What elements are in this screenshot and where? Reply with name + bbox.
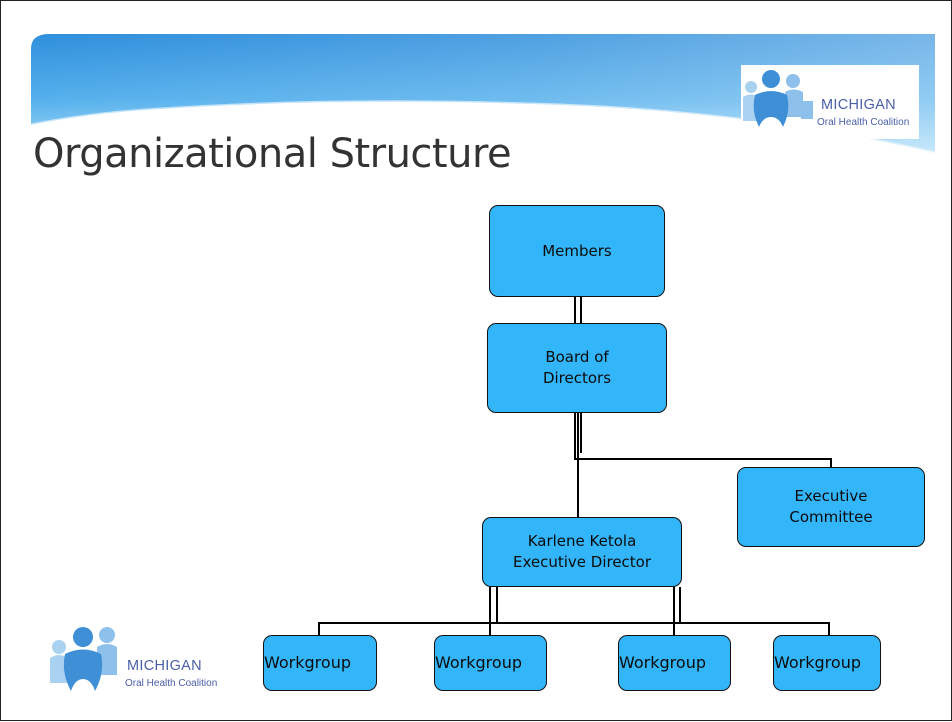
workgroup-label: Workgroup (264, 652, 351, 672)
logo-text-michigan: MICHIGAN (821, 97, 896, 113)
box-board-of-directors: Board of Directors (487, 323, 667, 413)
michigan-ohc-logo-footer: MICHIGAN Oral Health Coalition (47, 621, 233, 697)
box-workgroup-2: Workgroup (434, 635, 547, 691)
director-title: Executive Director (512, 553, 652, 571)
box-workgroup-1: Workgroup (263, 635, 377, 691)
connector-board-exec-committee (574, 413, 832, 467)
box-executive-director: Karlene Ketola Executive Director (482, 517, 682, 587)
logo-text-coalition: Oral Health Coalition (125, 678, 218, 689)
box-workgroup-3: Workgroup (618, 635, 731, 691)
michigan-ohc-logo: MICHIGAN Oral Health Coalition (741, 65, 919, 139)
logo-text-michigan: MICHIGAN (127, 658, 202, 674)
board-label: Board of Directors (542, 348, 612, 387)
slide-title: Organizational Structure (33, 131, 512, 177)
executive-committee-label: Executive Committee (789, 487, 873, 526)
workgroup-label: Workgroup (774, 652, 861, 672)
people-figures-icon (50, 627, 117, 691)
box-executive-committee: Executive Committee (737, 467, 925, 547)
logo-text-coalition: Oral Health Coalition (817, 117, 910, 128)
members-label: Members (542, 241, 612, 260)
director-name: Karlene Ketola (527, 532, 637, 550)
box-workgroup-4: Workgroup (773, 635, 881, 691)
connector-members-board (574, 297, 582, 323)
workgroup-label: Workgroup (435, 652, 522, 672)
connector-director-workgroups (318, 587, 830, 635)
people-figures-icon (743, 70, 813, 127)
workgroup-label: Workgroup (619, 652, 706, 672)
box-members: Members (489, 205, 665, 297)
